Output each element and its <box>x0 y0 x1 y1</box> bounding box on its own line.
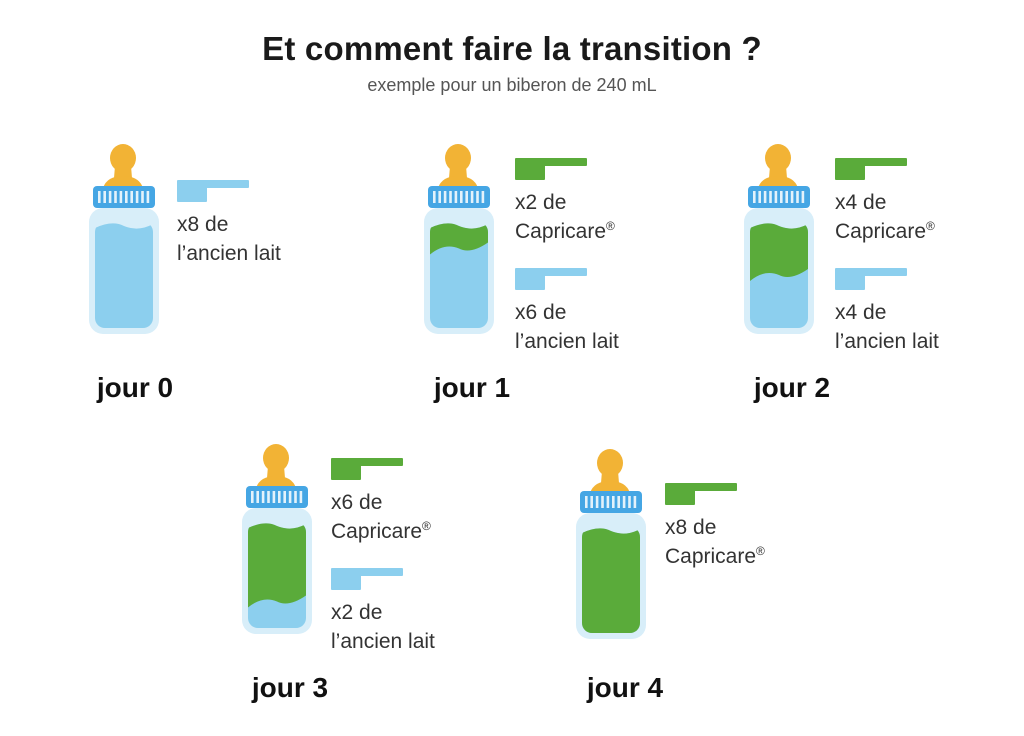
bottle-cap <box>246 486 308 508</box>
bottle-milk <box>430 223 488 328</box>
bottle-cap <box>748 186 810 208</box>
dose-product: Capricare® <box>515 219 615 243</box>
registered-mark: ® <box>756 544 765 558</box>
bottle-cap <box>428 186 490 208</box>
baby-bottle-icon <box>424 144 494 334</box>
measuring-scoop-icon <box>835 268 907 290</box>
dose-product: Capricare® <box>665 544 765 568</box>
dose-old-milk: x6 de l’ancien lait <box>515 266 619 356</box>
dose-product: l’ancien lait <box>835 330 939 353</box>
page-title: Et comment faire la transition ? <box>262 30 762 67</box>
dose-old-milk: x8 de l’ancien lait <box>177 178 281 268</box>
dose-count: x8 de <box>177 213 229 236</box>
bottle-cap <box>580 491 642 513</box>
dose-product: l’ancien lait <box>515 330 619 353</box>
bottle-nipple <box>110 144 136 172</box>
dose-count: x4 de <box>835 191 887 214</box>
bottle-nipple <box>445 144 471 172</box>
dose-capricare: x8 de Capricare® <box>665 481 765 571</box>
bottle-nipple <box>263 444 289 472</box>
dose-capricare: x2 de Capricare® <box>515 156 615 246</box>
day-label: jour 2 <box>753 372 831 403</box>
measuring-scoop-icon <box>515 268 587 290</box>
registered-mark: ® <box>606 219 615 233</box>
day-label: jour 0 <box>96 372 174 403</box>
bottle-nipple <box>597 449 623 477</box>
dose-product: Capricare® <box>331 519 431 543</box>
dose-product: l’ancien lait <box>331 630 435 653</box>
dose-count: x2 de <box>331 601 383 624</box>
dose-count: x2 de <box>515 191 567 214</box>
bottle-cap <box>93 186 155 208</box>
new-milk-layer <box>248 523 306 608</box>
measuring-scoop-icon <box>665 483 737 505</box>
old-milk-layer <box>95 223 153 328</box>
measuring-scoop-icon <box>331 568 403 590</box>
registered-mark: ® <box>422 519 431 533</box>
baby-bottle-icon <box>242 444 312 634</box>
day-label: jour 3 <box>251 672 329 703</box>
dose-count: x6 de <box>515 301 567 324</box>
dose-count: x6 de <box>331 491 383 514</box>
dose-capricare: x4 de Capricare® <box>835 156 935 246</box>
dose-old-milk: x2 de l’ancien lait <box>331 566 435 656</box>
baby-bottle-icon <box>89 144 159 334</box>
bottle-milk <box>750 223 808 328</box>
registered-mark: ® <box>926 219 935 233</box>
new-milk-layer <box>582 528 640 633</box>
bottle-milk <box>248 523 306 628</box>
bottle-milk <box>95 223 153 328</box>
measuring-scoop-icon <box>331 458 403 480</box>
dose-old-milk: x4 de l’ancien lait <box>835 266 939 356</box>
new-milk-layer <box>750 223 808 281</box>
dose-product: Capricare® <box>835 219 935 243</box>
bottle-milk <box>582 528 640 633</box>
measuring-scoop-icon <box>177 180 249 202</box>
dose-product: l’ancien lait <box>177 242 281 265</box>
dose-count: x4 de <box>835 301 887 324</box>
day-label: jour 1 <box>433 372 511 403</box>
bottle-nipple <box>765 144 791 172</box>
new-milk-layer <box>430 223 488 255</box>
dose-capricare: x6 de Capricare® <box>331 456 431 546</box>
dose-count: x8 de <box>665 516 717 539</box>
page-subtitle: exemple pour un biberon de 240 mL <box>367 75 657 95</box>
measuring-scoop-icon <box>515 158 587 180</box>
baby-bottle-icon <box>744 144 814 334</box>
day-label: jour 4 <box>586 672 664 703</box>
baby-bottle-icon <box>576 449 646 639</box>
measuring-scoop-icon <box>835 158 907 180</box>
